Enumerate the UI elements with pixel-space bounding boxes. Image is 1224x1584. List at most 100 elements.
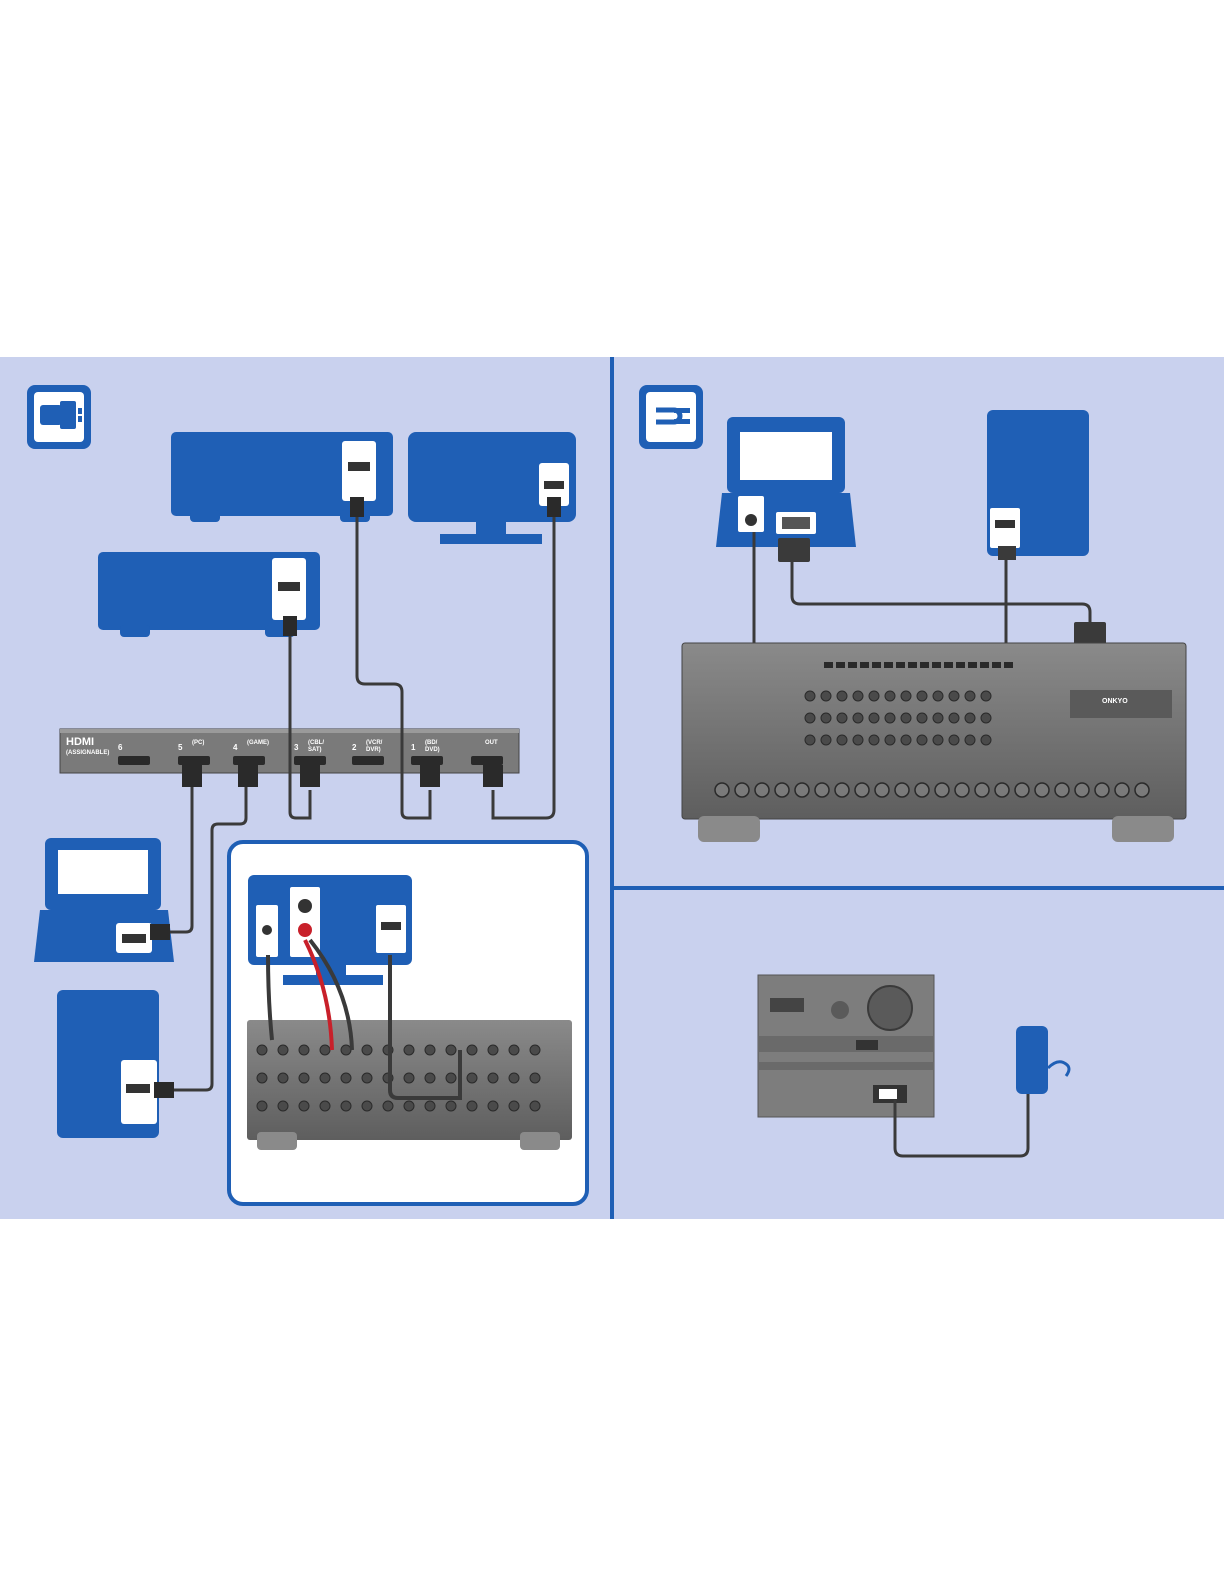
mini-jack [299, 1073, 309, 1083]
rca-jack [981, 735, 991, 745]
rca-jack [901, 691, 911, 701]
hdmi-port-label: (CBL/ [308, 740, 324, 746]
mini-jack [341, 1101, 351, 1111]
inset-tv-connection [229, 842, 587, 1204]
speaker-post [1055, 783, 1069, 797]
divider-vertical [610, 357, 614, 1219]
rca-jack [805, 735, 815, 745]
mini-jack [488, 1101, 498, 1111]
mini-jack [530, 1073, 540, 1083]
hdmi-rear-jack [968, 662, 977, 668]
rca-jack [853, 691, 863, 701]
hdmi-rear-jack [848, 662, 857, 668]
rca-jack [965, 735, 975, 745]
mini-jack [530, 1101, 540, 1111]
rca-jack [917, 735, 927, 745]
mini-jack [488, 1045, 498, 1055]
hdmi-port-number: 6 [118, 743, 123, 752]
speaker-post [855, 783, 869, 797]
mini-jack [257, 1101, 267, 1111]
rca-jack [821, 713, 831, 723]
mini-jack [362, 1045, 372, 1055]
rca-jack [837, 691, 847, 701]
mini-jack [425, 1045, 435, 1055]
hdmi-rear-jack [908, 662, 917, 668]
mini-jack [467, 1045, 477, 1055]
hdmi-port-label: DVD) [425, 747, 440, 753]
hdmi-port-number: 5 [178, 743, 183, 752]
hdmi-port-label: SAT) [308, 747, 322, 753]
rca-jack [869, 735, 879, 745]
mini-jack [341, 1045, 351, 1055]
mini-jack [530, 1045, 540, 1055]
hdmi-jack [471, 756, 503, 765]
mini-jack [425, 1073, 435, 1083]
hdmi-rear-jack [1004, 662, 1013, 668]
rca-jack [933, 691, 943, 701]
mini-jack [404, 1101, 414, 1111]
mini-jack [278, 1073, 288, 1083]
rca-jack [933, 735, 943, 745]
rca-jack [885, 691, 895, 701]
rca-jack [805, 713, 815, 723]
mini-jack [446, 1101, 456, 1111]
rca-jack [869, 691, 879, 701]
mini-jack [320, 1101, 330, 1111]
mini-jack [446, 1045, 456, 1055]
device-tower-pc [987, 410, 1089, 556]
mini-jack [278, 1045, 288, 1055]
rca-jack [933, 713, 943, 723]
mini-jack [467, 1101, 477, 1111]
hdmi-rear-jack [872, 662, 881, 668]
device-laptop [34, 838, 174, 962]
speaker-post [1035, 783, 1049, 797]
speaker-post [715, 783, 729, 797]
speaker-post [755, 783, 769, 797]
hdmi-rear-jack [956, 662, 965, 668]
hdmi-jack [294, 756, 326, 765]
hdmi-rear-jack [884, 662, 893, 668]
device-game-console [57, 990, 159, 1138]
hdmi-rear-jack [944, 662, 953, 668]
speaker-post [975, 783, 989, 797]
av-receiver-rear-panel: ONKYO [682, 643, 1186, 842]
hdmi-port-number: 3 [294, 743, 299, 752]
mini-jack [257, 1045, 267, 1055]
rca-jack [821, 691, 831, 701]
rca-jack [837, 713, 847, 723]
rca-jack [917, 713, 927, 723]
rca-jack [917, 691, 927, 701]
hdmi-rear-jack [932, 662, 941, 668]
speaker-post [895, 783, 909, 797]
hdmi-bar-title: HDMI [66, 736, 94, 748]
hdmi-port-label: DVR) [366, 747, 381, 753]
speaker-post [735, 783, 749, 797]
rca-jack [949, 713, 959, 723]
mini-jack [362, 1073, 372, 1083]
rca-jack [805, 691, 815, 701]
mini-jack [509, 1073, 519, 1083]
hdmi-plug-icon [27, 385, 91, 449]
mini-jack [278, 1101, 288, 1111]
hdmi-port-label: (VCR/ [366, 740, 383, 746]
rca-plug-icon [639, 385, 703, 449]
device-laptop-analog [716, 417, 856, 547]
mini-jack [404, 1073, 414, 1083]
speaker-post [1015, 783, 1029, 797]
rca-jack [949, 735, 959, 745]
mini-jack [383, 1101, 393, 1111]
mini-jack [509, 1101, 519, 1111]
speaker-post [775, 783, 789, 797]
speaker-post [915, 783, 929, 797]
receiver-brand: ONKYO [1102, 698, 1128, 705]
hdmi-rear-jack [824, 662, 833, 668]
speaker-post [1075, 783, 1089, 797]
hdmi-port-label: OUT [485, 740, 498, 746]
receiver-front-detail [758, 975, 934, 1117]
rca-jack [949, 691, 959, 701]
rca-jack [981, 713, 991, 723]
hdmi-jack [118, 756, 150, 765]
hdmi-rear-jack [980, 662, 989, 668]
speaker-post [1135, 783, 1149, 797]
rca-jack [901, 735, 911, 745]
